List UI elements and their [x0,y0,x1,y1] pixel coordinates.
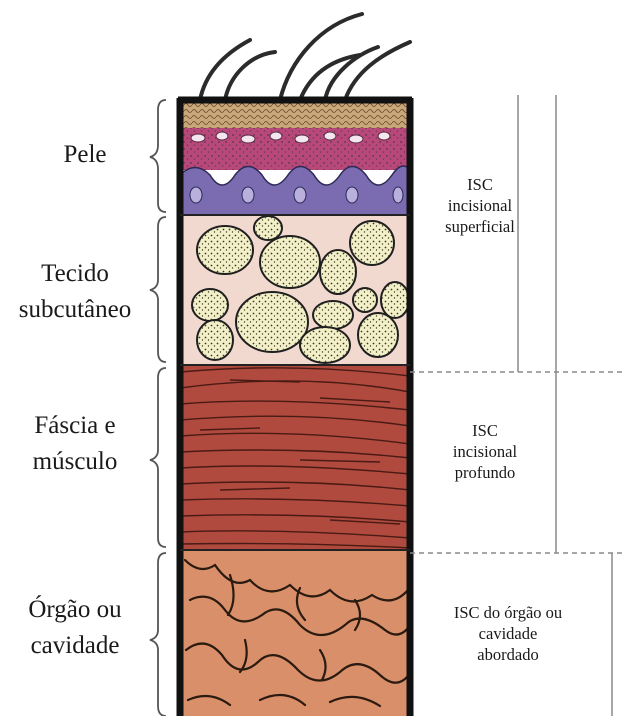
label-organ-line2: cavidade [10,628,140,664]
label-subcutaneous: Tecido subcutâneo [5,256,145,328]
layer-braces [150,100,166,716]
isc-deep-line2: incisional [420,441,550,462]
label-isc-organ: ISC do órgão ou cavidade abordado [418,602,598,665]
organ-layer [180,550,410,716]
label-skin: Pele [40,137,130,173]
isc-deep-line1: ISC [420,420,550,441]
label-isc-superficial: ISC incisional superficial [420,174,540,237]
isc-superficial-line1: ISC [420,174,540,195]
label-subcutaneous-line1: Tecido [5,256,145,292]
label-fascia-line2: músculo [10,444,140,480]
isc-organ-line2: cavidade [418,623,598,644]
isc-organ-line3: abordado [418,644,598,665]
isc-superficial-line3: superficial [420,216,540,237]
isc-organ-line1: ISC do órgão ou [418,602,598,623]
label-isc-deep: ISC incisional profundo [420,420,550,483]
label-fascia-line1: Fáscia e [10,408,140,444]
isc-deep-line3: profundo [420,462,550,483]
label-organ-line1: Órgão ou [10,592,140,628]
label-skin-text: Pele [63,141,106,168]
label-fascia: Fáscia e músculo [10,408,140,480]
label-organ: Órgão ou cavidade [10,592,140,664]
label-subcutaneous-line2: subcutâneo [5,292,145,328]
hair-strands [200,14,410,100]
isc-superficial-line2: incisional [420,195,540,216]
